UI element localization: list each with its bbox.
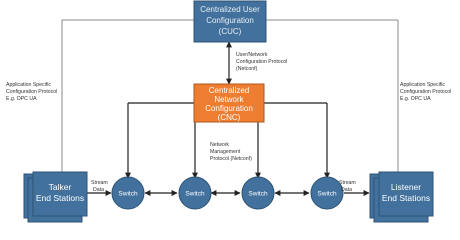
network-management-protocol-label: Network Management Protocol (Netconf)	[210, 142, 252, 162]
cnc-line-4: (CNC)	[218, 113, 241, 122]
app-config-line-right	[266, 19, 399, 175]
switch-1-label: Switch	[118, 191, 138, 198]
cnc-box: Centralized Network Configuration (CNC)	[193, 83, 265, 123]
app-left-label-2: Configuration Protocol	[6, 89, 57, 95]
cnc-line-2: Network	[214, 95, 244, 104]
cuc-line-2: Configuration	[206, 16, 254, 25]
stream-left-label-2: Data	[93, 187, 104, 193]
cuc-line-3: (CUC)	[219, 27, 242, 36]
switch-2: Switch	[178, 176, 212, 210]
stream-right-label-2: Data	[341, 187, 352, 193]
switch-3-label: Switch	[248, 191, 268, 198]
user-network-protocol-label: User/Network Configuration Protocol (Net…	[236, 52, 287, 72]
app-right-label-1: Application Specific	[400, 82, 445, 88]
listener-line-1: Listener	[391, 182, 421, 192]
app-config-label-left: Application Specific Configuration Proto…	[6, 82, 57, 102]
network-mgmt-label-2: Management	[210, 149, 241, 155]
switch-1: Switch	[111, 176, 145, 210]
switch-2-label: Switch	[185, 191, 205, 198]
cuc-box: Centralized User Configuration (CUC)	[193, 0, 267, 43]
network-mgmt-label-1: Network	[210, 142, 229, 148]
talker-line-1: Talker	[49, 182, 72, 192]
cnc-to-switch-lines	[125, 102, 330, 179]
stream-right-label-1: Stream	[339, 180, 356, 186]
listener-line-2: End Stations	[382, 193, 430, 203]
stream-left-label-1: Stream	[91, 180, 108, 186]
app-right-label-2: Configuration Protocol	[400, 89, 451, 95]
switch-4-label: Switch	[317, 191, 337, 198]
app-config-label-right: Application Specific Configuration Proto…	[400, 82, 451, 102]
network-mgmt-label-3: Protocol (Netconf)	[210, 156, 252, 162]
listener-end-stations: Listener End Stations	[369, 171, 434, 223]
user-network-label-2: Configuration Protocol	[236, 59, 287, 65]
tsn-architecture-diagram: Centralized User Configuration (CUC) Cen…	[6, 0, 451, 223]
cnc-line-1: Centralized	[209, 86, 249, 95]
switch-4: Switch	[310, 176, 344, 210]
app-right-label-3: E.g. OPC UA	[400, 96, 431, 102]
switch-3: Switch	[241, 176, 275, 210]
user-network-label-3: (Netconf)	[236, 66, 258, 72]
stream-data-label-right: Stream Data	[339, 180, 356, 193]
app-left-label-3: E.g. OPC UA	[6, 96, 37, 102]
app-config-line-left	[61, 19, 194, 175]
cnc-line-3: Configuration	[205, 104, 253, 113]
cuc-line-1: Centralized User	[200, 5, 260, 14]
stream-data-label-left: Stream Data	[91, 180, 108, 193]
app-left-label-1: Application Specific	[6, 82, 51, 88]
talker-end-stations: Talker End Stations	[23, 171, 88, 223]
talker-line-2: End Stations	[36, 193, 84, 203]
user-network-label-1: User/Network	[236, 52, 268, 58]
